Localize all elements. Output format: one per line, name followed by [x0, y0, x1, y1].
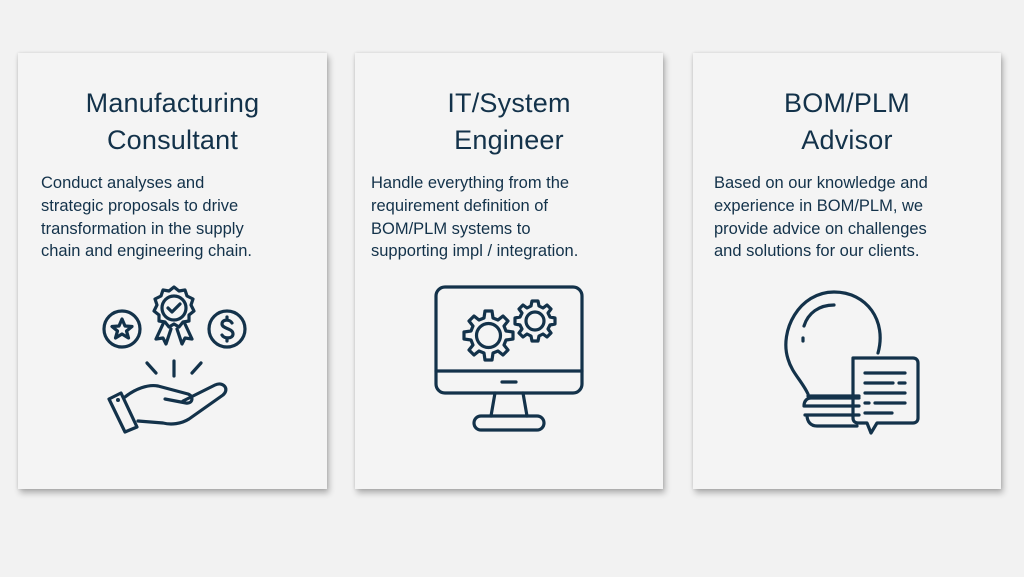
card-description-line: Based on our knowledge and — [714, 174, 928, 192]
card-title-line: BOM/PLM — [784, 88, 910, 118]
card-description-line: transformation in the supply — [41, 219, 244, 238]
card-description-line: supporting impl / integration. — [371, 242, 579, 261]
card-title: Manufacturing Consultant — [18, 85, 327, 159]
card-manufacturing-consultant: Manufacturing Consultant Conduct analyse… — [18, 53, 327, 489]
card-description-line: and solutions for our clients. — [714, 242, 920, 261]
card-it-system-engineer: IT/System Engineer Handle everything fro… — [355, 53, 663, 489]
hand-offering-rewards-icon — [93, 281, 253, 441]
card-description-line: strategic proposals to drive — [41, 196, 239, 215]
card-description-line: chain and engineering chain. — [41, 242, 252, 261]
card-title: BOM/PLM Advisor — [693, 85, 1001, 159]
card-title-line: Manufacturing — [85, 88, 260, 118]
card-description-line: BOM/PLM systems to — [371, 219, 531, 238]
card-title-line: Consultant — [106, 125, 239, 155]
card-title-line: IT/System — [447, 88, 571, 118]
monitor-gears-icon — [429, 281, 589, 441]
card-description-line: Handle everything from the — [371, 174, 570, 192]
card-title-line: Advisor — [801, 125, 893, 155]
card-bom-plm-advisor: BOM/PLM Advisor Based on our knowledge a… — [693, 53, 1001, 489]
card-title-line: Engineer — [454, 125, 564, 155]
card-description-line: provide advice on challenges — [714, 219, 927, 238]
card-description-line: requirement definition of — [371, 196, 549, 215]
card-description-line: experience in BOM/PLM, we — [714, 196, 924, 215]
card-description: Handle everything from the requirement d… — [371, 172, 578, 263]
card-description: Conduct analyses and strategic proposals… — [41, 172, 252, 263]
card-title: IT/System Engineer — [355, 85, 663, 159]
card-description-line: Conduct analyses and — [41, 174, 205, 192]
lightbulb-chat-icon — [767, 281, 927, 441]
card-description: Based on our knowledge and experience in… — [714, 172, 928, 263]
